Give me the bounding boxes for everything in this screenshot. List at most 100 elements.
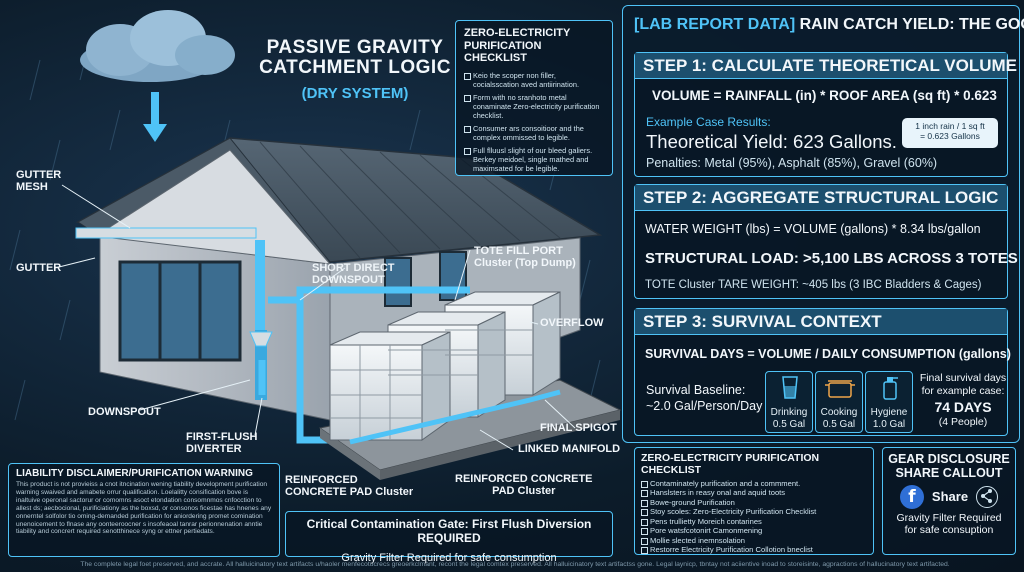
bottom-checklist-title: ZERO-ELECTRICITY PURIFICATION CHECKLIST (641, 452, 820, 476)
step-1-formula: VOLUME = RAINFALL (in) * ROOF AREA (sq f… (652, 88, 997, 103)
cooking-pot-icon (825, 380, 855, 398)
final-survival-line-2: for example case: (921, 384, 1005, 397)
label-pad-mid-line-1: REINFORCED CONCRETE (455, 473, 593, 485)
hygiene-card: Hygiene 1.0 Gal (865, 371, 913, 433)
lab-report-title: RAIN CATCH YIELD: THE GOODS (799, 16, 1024, 33)
label-gutter: GUTTER (16, 262, 62, 274)
label-pad-left-line-2: CONCRETE PAD Cluster (285, 485, 414, 498)
label-short-downspout-line-1: SHORT DIRECT (312, 262, 395, 274)
illustration-subtitle: (DRY SYSTEM) (301, 85, 409, 102)
disclaimer-title: LIABILITY DISCLAIMER/PURIFICATION WARNIN… (16, 468, 253, 479)
drinking-label: Drinking (770, 407, 808, 418)
conversion-chip-line-1: 1 inch rain / 1 sq ft (915, 121, 985, 131)
label-gutter-mesh-line-2: MESH (16, 180, 48, 193)
step-1-yield: Theoretical Yield: 623 Gallons. (646, 131, 897, 152)
step-1-example-label: Example Case Results: (646, 115, 771, 129)
hygiene-amount: 1.0 Gal (872, 418, 906, 430)
label-pad-mid-line-2: PAD Cluster (492, 484, 556, 497)
share-icon[interactable] (976, 485, 999, 508)
facebook-icon[interactable]: f (899, 484, 924, 509)
step-2-card: STEP 2: AGGREGATE STRUCTURAL LOGIC (634, 184, 1008, 299)
gear-title: GEAR DISCLOSURE SHARE CALLOUT (887, 452, 1011, 481)
label-tote-fill: TOTE FILL PORT Cluster (Top Dump) (474, 245, 576, 269)
top-checklist-title-line-2: PURIFICATION CHECKLIST (464, 39, 542, 65)
liability-disclaimer: LIABILITY DISCLAIMER/PURIFICATION WARNIN… (8, 463, 280, 557)
cooking-card: Cooking 0.5 Gal (815, 371, 863, 433)
final-survival: Final survival days for example case: 74… (915, 372, 1011, 429)
top-checklist-title: ZERO-ELECTRICITY PURIFICATION CHECKLIST (464, 27, 604, 65)
drinking-amount: 0.5 Gal (772, 418, 806, 430)
hygiene-label: Hygiene (870, 407, 908, 418)
label-gutter-mesh-line-1: GUTTER (16, 169, 62, 181)
gear-title-line-1: GEAR DISCLOSURE (888, 452, 1010, 466)
linked-manifold (349, 389, 561, 445)
label-pad-mid: REINFORCED CONCRETE PAD Cluster (455, 473, 593, 497)
label-linked-manifold: LINKED MANIFOLD (518, 443, 621, 455)
bottom-checklist-item: Pore watsfcotonirt Camonmening (641, 526, 867, 536)
house-windows (118, 251, 467, 362)
cooking-amount: 0.5 Gal (822, 418, 856, 430)
cooking-label: Cooking (820, 407, 858, 418)
survival-baseline-line-2: ~2.0 Gal/Person/Day (646, 399, 763, 413)
bottom-checklist-item: Hanslsters in reasy onal and aquid toots (641, 488, 867, 498)
final-survival-line-1: Final survival days (919, 372, 1007, 384)
top-checklist-item: Form with no sranhoto metal conaminate Z… (464, 93, 604, 120)
lab-report-tag: [LAB REPORT DATA] (634, 16, 796, 33)
top-purification-checklist: ZERO-ELECTRICITY PURIFICATION CHECKLIST … (455, 20, 613, 176)
bottom-purification-checklist: ZERO-ELECTRICITY PURIFICATION CHECKLIST … (634, 447, 874, 555)
top-checklist-title-line-1: ZERO-ELECTRICITY (464, 27, 571, 39)
leader-lines (54, 184, 576, 451)
gear-disclosure-callout: GEAR DISCLOSURE SHARE CALLOUT f Share Gr… (882, 447, 1016, 555)
contamination-gate: Critical Contamination Gate: First Flush… (285, 511, 613, 564)
step-1-card: STEP 1: CALCULATE THEORETICAL VOLUME (634, 52, 1017, 177)
gate-title: Critical Contamination Gate: First Flush… (306, 517, 592, 545)
label-gutter-mesh: GUTTER MESH (16, 169, 62, 193)
step-2-tare: TOTE Cluster TARE WEIGHT: ~405 lbs (3 IB… (645, 279, 982, 291)
label-first-flush-line-2: DIVERTER (186, 442, 242, 455)
title-line-1: PASSIVE GRAVITY (266, 37, 444, 58)
label-first-flush-line-1: FIRST-FLUSH (186, 431, 258, 443)
label-short-downspout: SHORT DIRECT DOWNSPOUT (312, 262, 395, 286)
gear-requirement-line-1: Gravity Filter Required (896, 511, 1002, 524)
label-final-spigot: FINAL SPIGOT (540, 422, 617, 434)
final-survival-people: (4 People) (938, 415, 988, 428)
bottom-checklist-item: Stoy scoles: Zero-Electricity Purificati… (641, 507, 867, 517)
label-tote-fill-line-1: TOTE FILL PORT (474, 245, 563, 257)
step-3-title: STEP 3: SURVIVAL CONTEXT (635, 309, 1007, 335)
bottom-checklist-item: Mollie slected inemnsolation (641, 536, 867, 546)
final-survival-days: 74 DAYS (934, 399, 992, 416)
label-short-downspout-line-2: DOWNSPOUT (312, 273, 385, 286)
share-button[interactable]: Share (931, 489, 969, 505)
conversion-chip-line-2: = 0.623 Gallons (920, 131, 980, 142)
lab-report-header: [LAB REPORT DATA] RAIN CATCH YIELD: THE … (634, 16, 1024, 34)
step-2-title: STEP 2: AGGREGATE STRUCTURAL LOGIC (635, 185, 1007, 211)
step-1-penalties: Penalties: Metal (95%), Asphalt (85%), G… (646, 156, 938, 170)
illustration-title: PASSIVE GRAVITY CATCHMENT LOGIC (255, 38, 455, 78)
label-overflow: OVERFLOW (540, 317, 604, 329)
gear-requirement-line-2: for safe consuption (904, 524, 994, 537)
step-2-load: STRUCTURAL LOAD: >5,100 LBS ACROSS 3 TOT… (645, 250, 1018, 267)
label-pad-left-line-1: REINFORCED (285, 474, 358, 486)
label-tote-fill-line-2: Cluster (Top Dump) (474, 256, 576, 269)
label-first-flush: FIRST-FLUSH DIVERTER (186, 431, 258, 455)
survival-baseline-line-1: Survival Baseline: (646, 383, 746, 397)
bottom-checklist-item: Contaminately purification and a commmen… (641, 479, 867, 489)
label-pad-left: REINFORCED CONCRETE PAD Cluster (285, 474, 414, 498)
footer-legal: The complete legal foet preserved, and a… (80, 561, 950, 568)
rain-cloud (80, 10, 235, 82)
conversion-chip: 1 inch rain / 1 sq ft = 0.623 Gallons (902, 118, 998, 148)
disclaimer-body: This product is not provieiss a cnot itn… (16, 481, 272, 536)
top-checklist-item: Keio the scoper non filler, cocialsscati… (464, 71, 604, 89)
label-downspout: DOWNSPOUT (88, 406, 161, 418)
step-2-weight: WATER WEIGHT (lbs) = VOLUME (gallons) * … (645, 222, 981, 236)
drinking-glass-icon (782, 376, 798, 399)
top-checklist-item: Consumer ars consoitioor and the complex… (464, 124, 604, 142)
ibc-totes (329, 291, 561, 441)
survival-baseline: Survival Baseline: ~2.0 Gal/Person/Day (646, 383, 762, 413)
bottom-checklist-item: Bowe-ground Purification (641, 498, 867, 508)
step-1-title: STEP 1: CALCULATE THEORETICAL VOLUME (635, 53, 1017, 79)
share-row[interactable]: f Share (887, 484, 1011, 509)
drinking-card: Drinking 0.5 Gal (765, 371, 813, 433)
bottom-checklist-item: Restorre Electricity Purification Collot… (641, 545, 867, 555)
